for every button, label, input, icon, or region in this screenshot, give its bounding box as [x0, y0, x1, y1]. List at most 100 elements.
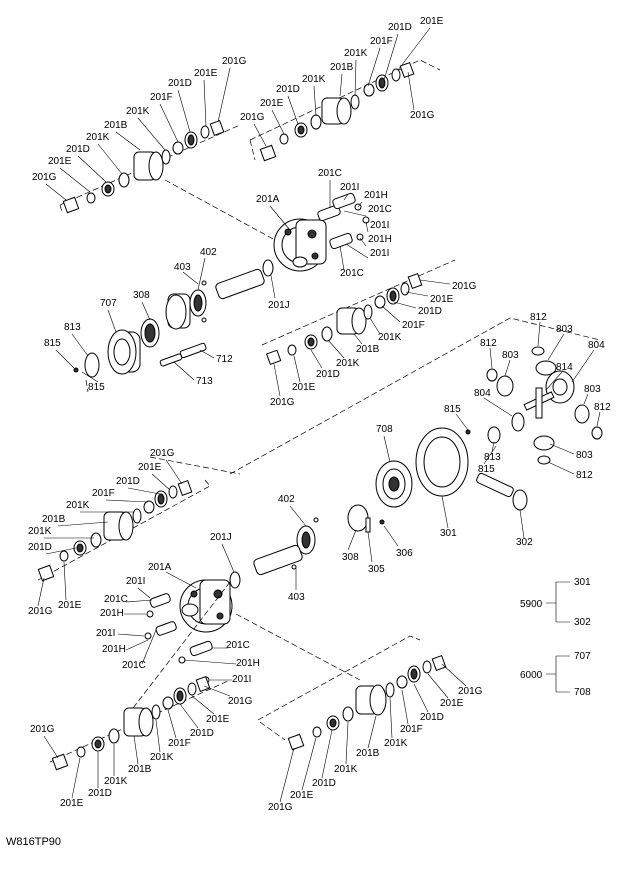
- label-201E: 201E: [420, 16, 444, 27]
- label-201K: 201K: [126, 106, 150, 117]
- label-201I: 201I: [126, 576, 145, 587]
- label-201F: 201F: [400, 724, 423, 735]
- label-201H: 201H: [236, 658, 260, 669]
- label-708: 708: [376, 424, 393, 435]
- label-804: 804: [588, 340, 605, 351]
- label-305: 305: [368, 564, 385, 575]
- label-201H: 201H: [368, 234, 392, 245]
- label-201E: 201E: [58, 600, 82, 611]
- label-403: 403: [288, 592, 305, 603]
- label-201E: 201E: [430, 294, 454, 305]
- label-403: 403: [174, 262, 191, 273]
- label-815: 815: [478, 464, 495, 475]
- label-201K: 201K: [104, 776, 128, 787]
- label-201G: 201G: [150, 448, 175, 459]
- label-201B: 201B: [128, 764, 152, 775]
- label-402: 402: [278, 494, 295, 505]
- label-201B: 201B: [356, 748, 380, 759]
- label-201I: 201I: [232, 674, 251, 685]
- label-201H: 201H: [102, 644, 126, 655]
- label-201C: 201C: [340, 268, 364, 279]
- planet-group-left-lower: 201G 201E 201D 201F 201K 201B 201K 201D …: [28, 448, 241, 617]
- label-812: 812: [594, 402, 611, 413]
- label-201F: 201F: [370, 36, 393, 47]
- carrier-lower: 201A 201I 201C 201H 201I 201H 201C 201C …: [96, 562, 260, 685]
- label-201D: 201D: [66, 144, 90, 155]
- label-302: 302: [516, 537, 533, 548]
- label-815: 815: [44, 338, 61, 349]
- label-201J: 201J: [268, 300, 290, 311]
- label-201I: 201I: [340, 182, 359, 193]
- label-201E: 201E: [292, 382, 316, 393]
- label-201H: 201H: [100, 608, 124, 619]
- label-308: 308: [342, 552, 359, 563]
- label-803: 803: [556, 324, 573, 335]
- label-201E: 201E: [194, 68, 218, 79]
- ring-gear-output: 708 301 302 305 306 308 402 403 201J: [210, 424, 533, 603]
- planet-group-top-left: 201G 201E 201D 201F 201K 201B 201K 201D …: [32, 56, 247, 214]
- label-201D: 201D: [316, 369, 340, 380]
- hub-assembly-upper: 402 403 308 707 813 815 815 712 713: [44, 247, 265, 393]
- group-bracket-6000: 6000 707 708: [520, 651, 591, 698]
- label-201K: 201K: [28, 526, 52, 537]
- label-201F: 201F: [150, 92, 173, 103]
- label-201K: 201K: [344, 48, 368, 59]
- label-201F: 201F: [92, 488, 115, 499]
- label-201B: 201B: [104, 120, 128, 131]
- label-201E: 201E: [206, 714, 230, 725]
- label-201G: 201G: [28, 606, 53, 617]
- group-code-5900: 5900: [520, 599, 543, 610]
- label-201D: 201D: [420, 712, 444, 723]
- label-201E: 201E: [260, 98, 284, 109]
- label-201D: 201D: [276, 84, 300, 95]
- group-bracket-5900: 5900 301 302: [520, 577, 591, 628]
- group-code-6000: 6000: [520, 670, 543, 681]
- label-308: 308: [133, 290, 150, 301]
- label-201I: 201I: [96, 628, 115, 639]
- label-201C: 201C: [368, 204, 392, 215]
- label-713: 713: [196, 376, 213, 387]
- label-201B: 201B: [42, 514, 66, 525]
- label-201K: 201K: [336, 358, 360, 369]
- label-201G: 201G: [228, 696, 253, 707]
- label-201G: 201G: [452, 281, 477, 292]
- label-201K: 201K: [302, 74, 326, 85]
- label-201E: 201E: [440, 698, 464, 709]
- label-201G: 201G: [32, 172, 57, 183]
- label-201D: 201D: [116, 476, 140, 487]
- label-201E: 201E: [138, 462, 162, 473]
- label-201E: 201E: [48, 156, 72, 167]
- label-201K: 201K: [150, 752, 174, 763]
- label-201I: 201I: [370, 220, 389, 231]
- label-815: 815: [444, 404, 461, 415]
- label-815: 815: [88, 382, 105, 393]
- planet-group-bottom-right: 201G 201E 201D 201K 201B 201K 201F 201D …: [235, 613, 483, 813]
- label-803: 803: [502, 350, 519, 361]
- planet-group-bottom-left: 201G 201E 201D 201K 201B 201K 201F 201D …: [30, 581, 253, 809]
- group-member-302: 302: [574, 617, 591, 628]
- label-201G: 201G: [240, 112, 265, 123]
- label-201G: 201G: [30, 724, 55, 735]
- label-201K: 201K: [384, 738, 408, 749]
- label-201E: 201E: [60, 798, 84, 809]
- label-201J: 201J: [210, 532, 232, 543]
- label-707: 707: [100, 298, 117, 309]
- label-201G: 201G: [270, 397, 295, 408]
- label-201F: 201F: [402, 320, 425, 331]
- label-803: 803: [584, 384, 601, 395]
- label-712: 712: [216, 354, 233, 365]
- label-813: 813: [64, 322, 81, 333]
- label-201B: 201B: [330, 62, 354, 73]
- diagram-code: W816TP90: [6, 836, 62, 848]
- differential-assembly: 812 803 804 812 803 814 804 803 812 815 …: [229, 312, 611, 481]
- planet-group-top-right: 201D 201E 201F 201K 201B 201K 201D 201E …: [240, 16, 444, 162]
- label-201D: 201D: [168, 78, 192, 89]
- label-201D: 201D: [190, 728, 214, 739]
- planet-group-mid-right: 201G 201E 201D 201F 201K 201B 201D 201E …: [261, 259, 477, 408]
- label-201G: 201G: [222, 56, 247, 67]
- label-301: 301: [440, 528, 457, 539]
- label-201D: 201D: [88, 788, 112, 799]
- label-201C: 201C: [104, 594, 128, 605]
- label-201H: 201H: [364, 190, 388, 201]
- carrier-upper: 201A 201C 201I 201H 201C 201I 201H 201I …: [164, 168, 392, 311]
